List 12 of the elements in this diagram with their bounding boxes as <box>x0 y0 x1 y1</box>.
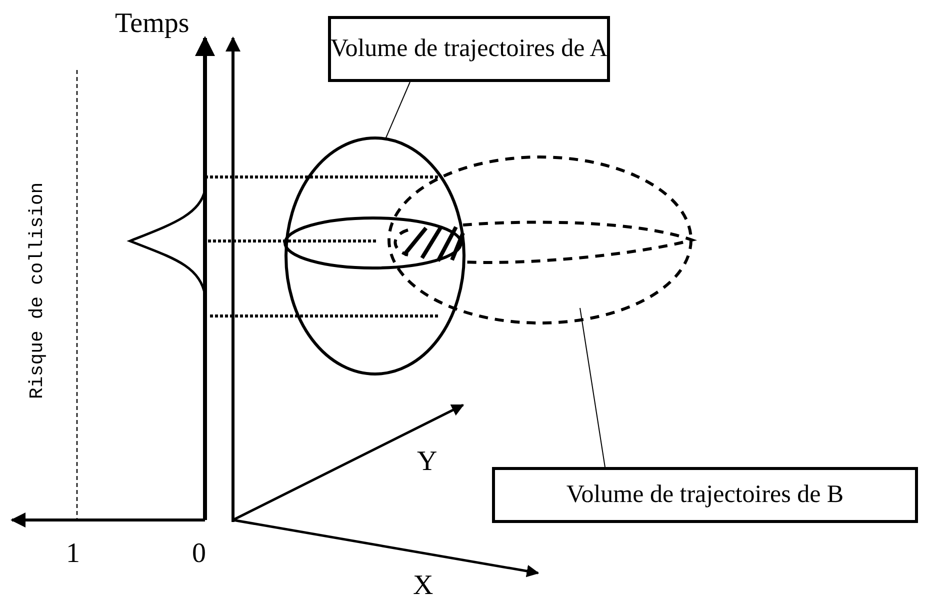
leader-line <box>580 308 606 468</box>
axis-label: X <box>413 572 434 600</box>
axis-label: Y <box>417 448 438 476</box>
leader-line <box>384 82 410 140</box>
ellipsoid-drawing <box>386 155 694 325</box>
tick-label: 0 <box>192 540 206 568</box>
axis-label: Risque de collision <box>28 182 47 398</box>
tick-label: 1 <box>66 540 80 568</box>
axis-label: Temps <box>115 10 190 38</box>
callout-box: Volume de trajectoires de A <box>328 16 610 82</box>
callout-box: Volume de trajectoires de B <box>492 467 918 523</box>
ellipsoid-drawing <box>283 135 467 377</box>
